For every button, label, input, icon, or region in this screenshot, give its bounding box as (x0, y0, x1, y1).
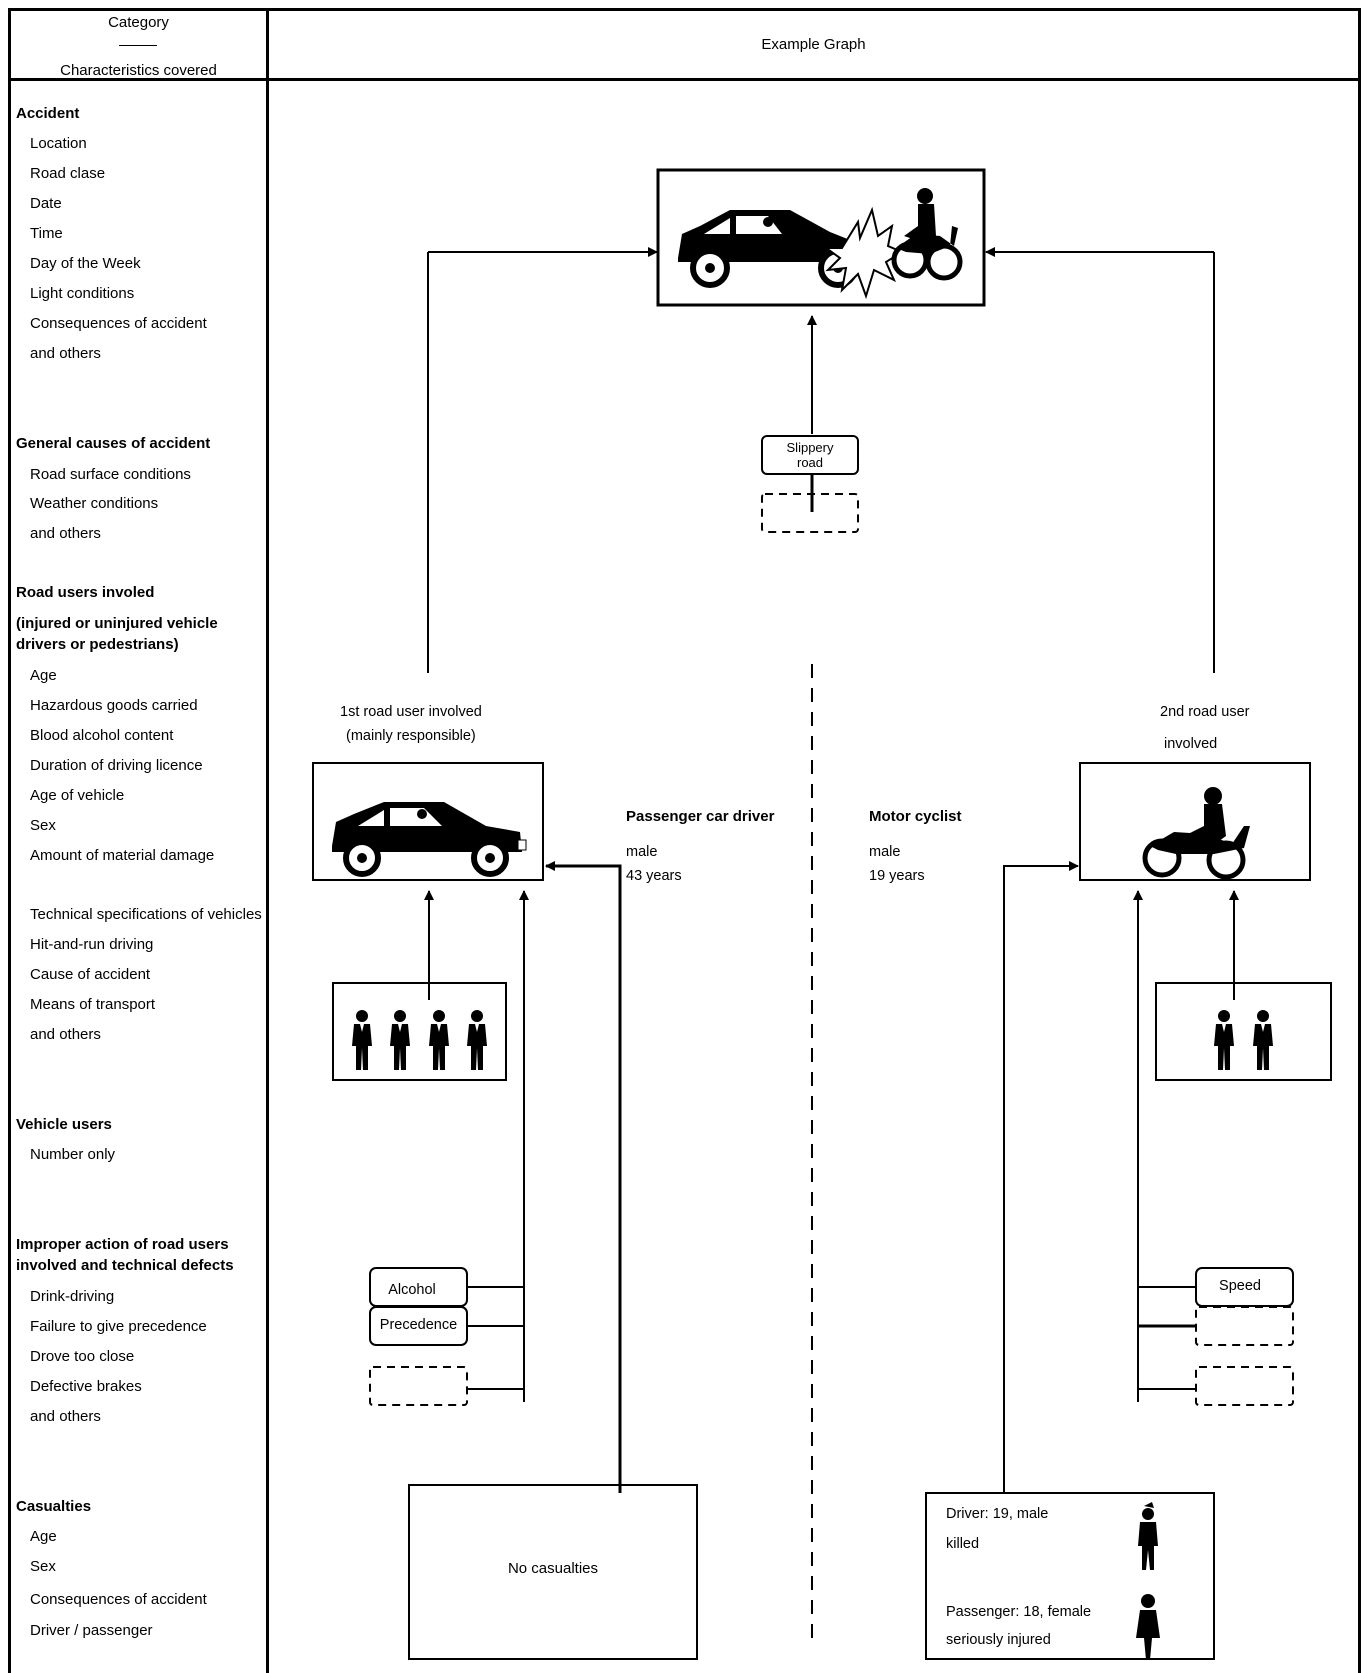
road-user-2-sex: male (869, 844, 901, 860)
header-separator (119, 45, 157, 46)
category-item: Hit-and-run driving (30, 936, 154, 953)
category-vehicle-users-title: Vehicle users (16, 1116, 112, 1133)
category-accident-title: Accident (16, 105, 80, 122)
casualty-passenger-status: seriously injured (946, 1632, 1051, 1648)
category-item: Location (30, 135, 87, 152)
motorcycle-icon (1142, 787, 1250, 880)
impact-burst-icon (822, 206, 905, 300)
crash-motorcycle-icon (891, 188, 963, 281)
category-item: Consequences of accident (30, 315, 207, 332)
speed-label: Speed (1219, 1278, 1261, 1294)
category-item: and others (30, 345, 101, 362)
road-user-1-title: 1st road user involved (340, 704, 482, 720)
road-user-1-sex: male (626, 844, 658, 860)
category-improper-action-subtitle: involved and technical defects (16, 1257, 234, 1274)
casualties-1-box (408, 1484, 698, 1660)
category-item: Consequences of accident (30, 1591, 207, 1608)
slippery-road-label-line: road (796, 455, 824, 470)
category-item: Failure to give precedence (30, 1318, 207, 1335)
category-road-users-title: Road users involed (16, 584, 155, 601)
category-item: Road clase (30, 165, 106, 182)
category-item: Age (30, 1528, 57, 1545)
category-item: Light conditions (30, 285, 135, 302)
casualties-2-box (925, 1492, 1215, 1660)
category-item: Means of transport (30, 996, 156, 1013)
empty-general-cause-box (761, 493, 859, 533)
category-item: and others (30, 525, 101, 542)
category-item: Amount of material damage (30, 847, 215, 864)
slippery-road-label-line: Slippery (786, 440, 834, 455)
category-item: Age (30, 667, 57, 684)
category-road-users-subtitle: drivers or pedestrians) (16, 636, 179, 653)
casualty-driver-label: Driver: 19, male (946, 1506, 1049, 1522)
empty-improper-action-box (369, 1366, 468, 1406)
category-item: Duration of driving licence (30, 757, 203, 774)
category-item: Drink-driving (30, 1288, 115, 1305)
category-item: Blood alcohol content (30, 727, 174, 744)
road-user-1-type: Passenger car driver (626, 808, 775, 825)
category-item: Age of vehicle (30, 787, 125, 804)
header-divider (8, 78, 1361, 81)
empty-improper-action-box (1195, 1306, 1294, 1346)
category-item: Technical specifications of vehicles (30, 906, 262, 923)
road-user-1-subtitle: (mainly responsible) (346, 728, 476, 744)
category-item: Time (30, 225, 63, 242)
road-user-2-type: Motor cyclist (869, 808, 962, 825)
road-user-2-title: 2nd road user (1160, 704, 1250, 720)
category-header-label: Category (108, 14, 169, 31)
category-casualties-title: Casualties (16, 1498, 92, 1515)
alcohol-label: Alcohol (388, 1282, 436, 1298)
category-general-causes-title: General causes of accident (16, 435, 211, 452)
example-graph-header: Example Graph (761, 36, 866, 53)
category-item: Drove too close (30, 1348, 135, 1365)
road-user-2-box (1079, 762, 1311, 881)
injured-passenger-icon (1136, 1594, 1160, 1660)
category-item: Defective brakes (30, 1378, 142, 1395)
killed-driver-icon (1138, 1502, 1158, 1570)
category-improper-action-title: Improper action of road users (16, 1236, 229, 1253)
empty-improper-action-box (1195, 1366, 1294, 1406)
category-item: Number only (30, 1146, 116, 1163)
table-frame (8, 8, 1361, 1673)
category-item: Sex (30, 1558, 56, 1575)
category-item: Date (30, 195, 62, 212)
category-item: Sex (30, 817, 56, 834)
category-header: Category Characteristics covered (11, 11, 266, 79)
precedence-label: Precedence (379, 1317, 458, 1333)
category-road-users-subtitle: (injured or uninjured vehicle (16, 615, 218, 632)
slippery-road-label: Slippery road (762, 440, 858, 470)
category-item: and others (30, 1408, 101, 1425)
characteristics-header-label: Characteristics covered (60, 62, 217, 79)
column-divider (266, 8, 269, 1673)
passenger-car-icon (332, 802, 527, 877)
no-casualties-label: No casualties (507, 1560, 599, 1577)
category-item: Weather conditions (30, 495, 159, 512)
vehicle-users-2-box (1155, 982, 1332, 1081)
road-user-2-age: 19 years (869, 868, 925, 884)
slippery-road-box (761, 435, 859, 475)
category-item: Road surface conditions (30, 466, 191, 483)
road-user-1-age: 43 years (626, 868, 682, 884)
crash-car-icon (678, 210, 858, 288)
casualty-passenger-label: Passenger: 18, female (946, 1604, 1092, 1620)
casualty-driver-status: killed (946, 1536, 980, 1552)
category-item: and others (30, 1026, 101, 1043)
category-item: Day of the Week (30, 255, 141, 272)
road-user-2-subtitle: involved (1164, 736, 1218, 752)
category-item: Driver / passenger (30, 1622, 153, 1639)
category-item: Hazardous goods carried (30, 697, 198, 714)
category-item: Cause of accident (30, 966, 151, 983)
